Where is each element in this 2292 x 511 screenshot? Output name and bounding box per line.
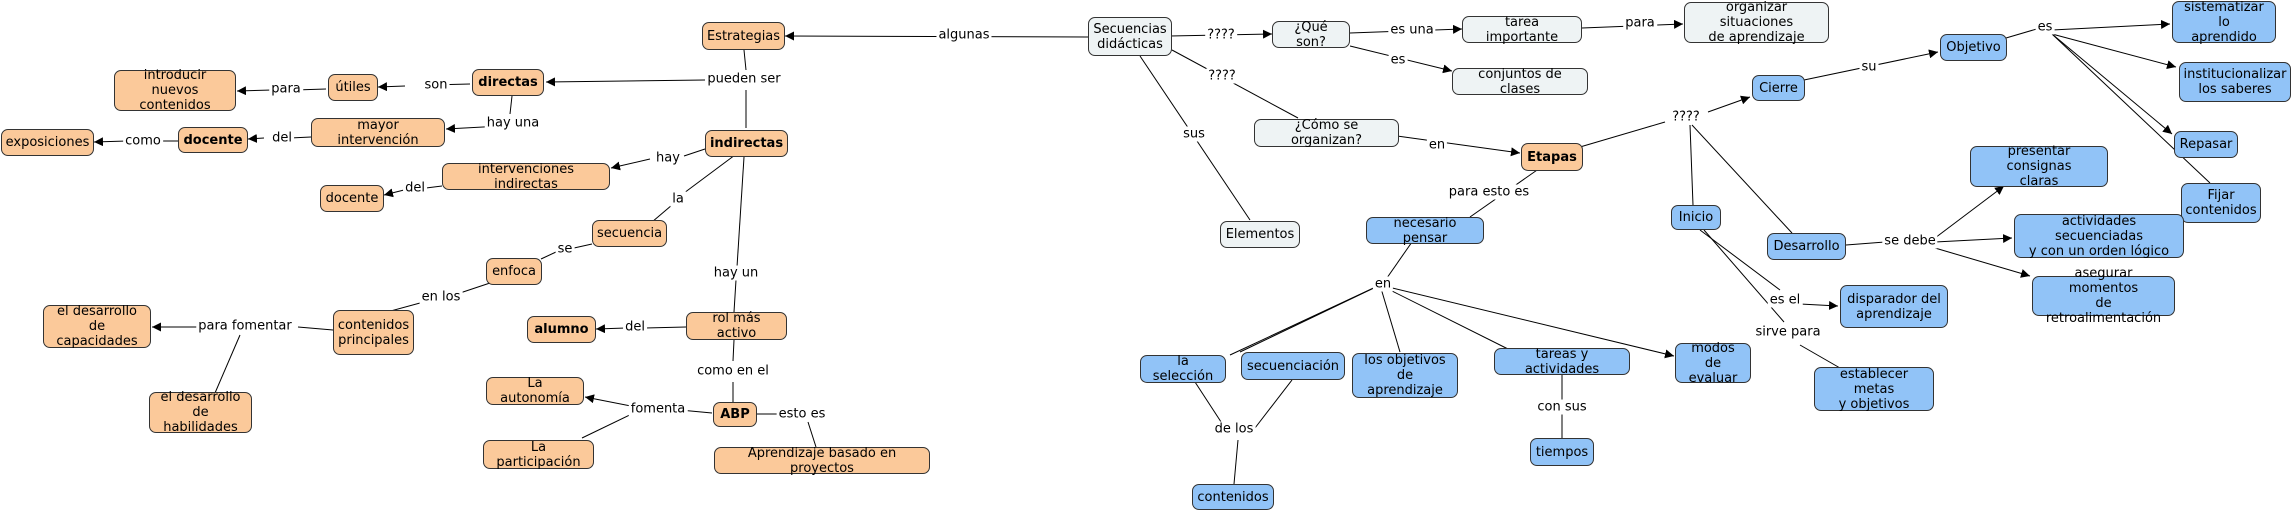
node-metas-objetivos[interactable]: establecer metas y objetivos bbox=[1814, 367, 1934, 412]
node-enfoca[interactable]: enfoca bbox=[486, 258, 542, 285]
node-como-se-organizan[interactable]: ¿Cómo se organizan? bbox=[1254, 118, 1399, 148]
node-estrategias[interactable]: Estrategias bbox=[702, 22, 785, 50]
node-conjuntos-clases[interactable]: conjuntos de clases bbox=[1452, 67, 1588, 97]
node-desarrollo-capacidades[interactable]: el desarrollo de capacidades bbox=[43, 304, 151, 349]
link-label-para-fomentar: para fomentar bbox=[196, 318, 294, 334]
node-alumno[interactable]: alumno bbox=[527, 316, 596, 343]
node-tareas-actividades[interactable]: tareas y actividades bbox=[1494, 347, 1630, 377]
node-docente[interactable]: docente bbox=[320, 185, 384, 212]
node-consignas-claras[interactable]: presentar consignas claras bbox=[1970, 144, 2108, 189]
node-la-seleccion[interactable]: la selección bbox=[1140, 354, 1226, 384]
node-etapas[interactable]: Etapas bbox=[1521, 143, 1583, 171]
link-label-es-objetivo: es bbox=[2035, 19, 2055, 35]
link-label-su: su bbox=[1859, 59, 1879, 75]
link-label-algunas: algunas bbox=[936, 27, 992, 43]
node-modos-evaluar[interactable]: modos de evaluar bbox=[1675, 341, 1751, 386]
link-label-etapas-question: ???? bbox=[1670, 109, 1702, 125]
link-label-la: la bbox=[670, 191, 686, 207]
node-directas[interactable]: directas bbox=[472, 69, 544, 96]
node-desarrollo-habilidades[interactable]: el desarrollo de habilidades bbox=[149, 390, 252, 435]
node-indirectas[interactable]: indirectas bbox=[705, 130, 788, 157]
node-tarea-importante[interactable]: tarea importante bbox=[1462, 15, 1582, 45]
node-tiempos[interactable]: tiempos bbox=[1530, 438, 1594, 466]
node-abp[interactable]: ABP bbox=[713, 402, 757, 427]
node-docente-bold[interactable]: docente bbox=[178, 127, 248, 153]
link-label-fomenta: fomenta bbox=[628, 401, 688, 417]
node-mayor-intervencion[interactable]: mayor intervención bbox=[311, 118, 445, 148]
node-retroalimentacion[interactable]: asegurar momentos de retroalimentación bbox=[2032, 266, 2175, 326]
link-label-del-docente: del bbox=[270, 130, 294, 146]
node-secuenciacion[interactable]: secuenciación bbox=[1241, 352, 1345, 380]
node-objetivo[interactable]: Objetivo bbox=[1940, 34, 2007, 61]
node-contenidos[interactable]: contenidos bbox=[1192, 484, 1274, 510]
link-label-se-debe: se debe bbox=[1882, 233, 1938, 249]
node-secuencia[interactable]: secuencia bbox=[592, 220, 667, 247]
node-sistematizar[interactable]: sistematizar lo aprendido bbox=[2172, 0, 2276, 45]
link-label-de-los: de los bbox=[1212, 421, 1256, 437]
node-contenidos-principales[interactable]: contenidos principales bbox=[333, 310, 414, 355]
link-label-que-son-question: ???? bbox=[1205, 27, 1237, 43]
link-label-esto-es: esto es bbox=[776, 406, 828, 422]
node-introducir-contenidos[interactable]: introducir nuevos contenidos bbox=[114, 68, 236, 113]
node-inicio[interactable]: Inicio bbox=[1671, 205, 1721, 230]
node-organizar-situaciones[interactable]: organizar situaciones de aprendizaje bbox=[1684, 0, 1829, 45]
link-label-hay-un: hay un bbox=[711, 265, 761, 281]
node-actividades-secuenciadas[interactable]: actividades secuenciadas y con un orden … bbox=[2014, 214, 2184, 259]
link-label-en: en bbox=[1426, 137, 1448, 153]
node-institucionalizar[interactable]: institucionalizar los saberes bbox=[2179, 62, 2291, 102]
link-label-con-sus: con sus bbox=[1535, 399, 1589, 415]
node-autonomia[interactable]: La autonomía bbox=[486, 376, 584, 406]
link-label-pueden-ser: pueden ser bbox=[705, 71, 783, 87]
link-label-como-en-el: como en el bbox=[695, 363, 771, 379]
link-label-son: son bbox=[422, 77, 450, 93]
link-label-sirve-para: sirve para bbox=[1753, 324, 1823, 340]
link-label-sus: sus bbox=[1181, 126, 1207, 142]
link-label-es: es bbox=[1388, 52, 1408, 68]
node-aprendizaje-proyectos[interactable]: Aprendizaje basado en proyectos bbox=[714, 446, 930, 476]
link-label-para-esto-es: para esto es bbox=[1446, 184, 1532, 200]
link-label-en-los: en los bbox=[419, 289, 463, 305]
link-label-es-una: es una bbox=[1388, 22, 1436, 38]
link-label-como-question: ???? bbox=[1206, 68, 1238, 84]
node-cierre[interactable]: Cierre bbox=[1752, 75, 1805, 101]
link-label-para-utiles: para bbox=[269, 81, 303, 97]
link-label-del-alumno: del bbox=[623, 319, 647, 335]
node-objetivos-aprendizaje[interactable]: los objetivos de aprendizaje bbox=[1352, 353, 1458, 398]
node-intervenciones-indirectas[interactable]: intervenciones indirectas bbox=[442, 162, 610, 192]
link-label-hay: hay bbox=[654, 150, 682, 166]
link-label-como: como bbox=[123, 133, 163, 149]
link-label-es-el: es el bbox=[1767, 292, 1803, 308]
node-repasar[interactable]: Repasar bbox=[2174, 131, 2238, 158]
node-exposiciones[interactable]: exposiciones bbox=[1, 129, 94, 156]
link-label-del-intervenciones: del bbox=[403, 180, 427, 196]
link-label-hay-una: hay una bbox=[484, 115, 542, 131]
link-label-se: se bbox=[555, 241, 575, 257]
node-desarrollo[interactable]: Desarrollo bbox=[1767, 233, 1846, 260]
node-participacion[interactable]: La participación bbox=[483, 440, 594, 470]
node-utiles[interactable]: útiles bbox=[328, 74, 378, 101]
node-necesario-pensar[interactable]: necesario pensar bbox=[1366, 216, 1484, 246]
node-secuencias-didacticas[interactable]: Secuencias didácticas bbox=[1088, 17, 1172, 56]
node-fijar-contenidos[interactable]: Fijar contenidos bbox=[2181, 183, 2261, 223]
node-que-son[interactable]: ¿Qué son? bbox=[1272, 20, 1350, 50]
node-rol-mas-activo[interactable]: rol más activo bbox=[686, 311, 787, 341]
node-disparador[interactable]: disparador del aprendizaje bbox=[1840, 285, 1948, 328]
node-elementos[interactable]: Elementos bbox=[1220, 221, 1300, 248]
link-label-para: para bbox=[1623, 15, 1657, 31]
link-label-en-pensar: en bbox=[1372, 276, 1394, 292]
